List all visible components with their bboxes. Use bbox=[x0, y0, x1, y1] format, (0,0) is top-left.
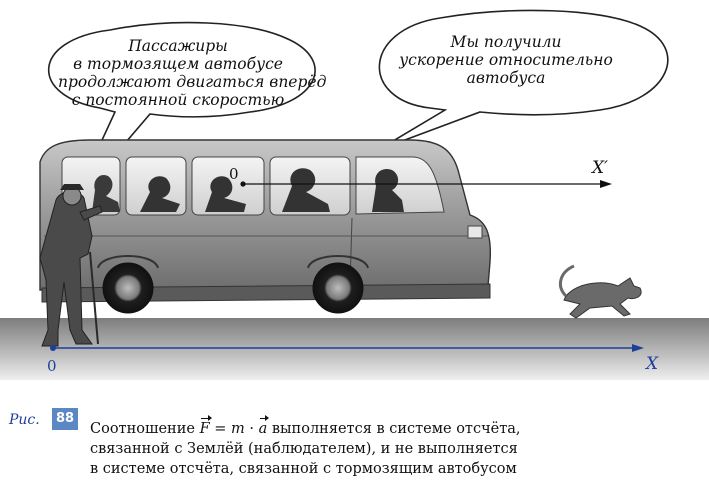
bubble-left-line: Пассажиры bbox=[128, 37, 228, 55]
figure-number-badge: 88 bbox=[52, 408, 78, 430]
bus-wheel bbox=[312, 262, 364, 314]
figure-word: Рис. bbox=[9, 412, 40, 428]
bubble-right-text: Мы получили ускорение относительно автоб… bbox=[390, 33, 622, 87]
ground-origin-label: 0 bbox=[47, 357, 57, 375]
ground bbox=[0, 318, 709, 380]
bubble-left-line: в тормозящем автобусе bbox=[73, 55, 283, 73]
bus bbox=[39, 139, 492, 314]
observer bbox=[39, 184, 103, 347]
passenger bbox=[92, 174, 120, 212]
bubble-left-text: Пассажиры в тормозящем автобусе продолжа… bbox=[58, 37, 327, 109]
caption-line-3: в системе отсчёта, связанной с тормозящи… bbox=[90, 461, 517, 477]
figure-caption: Рис. 88 Соотношение F = m · a выполняетс… bbox=[6, 405, 706, 490]
speech-bubble-left bbox=[47, 21, 316, 206]
passenger bbox=[140, 176, 180, 212]
caption-line-1: Соотношение F = m · a выполняется в сист… bbox=[90, 415, 521, 439]
passenger bbox=[205, 176, 246, 212]
moving-frame-axis bbox=[240, 180, 612, 188]
cat bbox=[558, 264, 642, 319]
caption-line-2: связанной с Землёй (наблюдателем), и не … bbox=[90, 441, 518, 457]
bus-wheel bbox=[102, 262, 154, 314]
ground-axis-label: X bbox=[646, 354, 659, 374]
vector-f: F bbox=[200, 415, 212, 439]
bubble-left-line: продолжают двигаться вперёд bbox=[58, 73, 327, 91]
bubble-right-line: ускорение относительно bbox=[399, 51, 613, 69]
caption-prefix: Соотношение bbox=[90, 421, 195, 437]
vector-a: a bbox=[259, 415, 269, 439]
moving-axis-label: X′ bbox=[592, 158, 608, 178]
bubble-right-line: Мы получили bbox=[450, 33, 562, 51]
passenger bbox=[372, 168, 404, 212]
dot-operator: · bbox=[249, 421, 254, 437]
speech-bubble-right bbox=[377, 9, 669, 151]
mass-symbol: m bbox=[231, 421, 245, 437]
caption-suffix: выполняется в системе отсчёта, bbox=[271, 421, 521, 437]
passenger bbox=[282, 168, 330, 212]
bubble-left-line: с постоянной скоростью bbox=[71, 91, 285, 109]
moving-origin-label: 0 bbox=[229, 165, 239, 183]
ground-frame-axis bbox=[50, 344, 644, 352]
caption-text: Соотношение F = m · a выполняется в сист… bbox=[90, 415, 521, 479]
equals-sign: = bbox=[214, 421, 227, 437]
bubble-right-line: автобуса bbox=[466, 69, 546, 87]
